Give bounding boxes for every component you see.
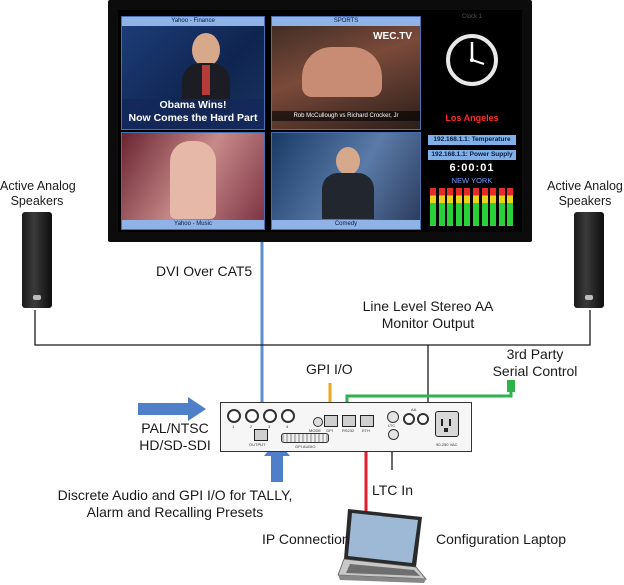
news-caption: Obama Wins! Now Comes the Hard Part [122,99,264,129]
meter-bar [447,188,454,226]
audio-meters [430,188,516,226]
news-caption-line1: Obama Wins! [159,99,227,111]
video-pane-news: Yahoo - Finance Obama Wins! Now Comes th… [121,16,265,130]
video-pane-music: Yahoo - Music [121,132,265,230]
clock-header: Clock 1 [461,14,482,20]
meter-bar [498,188,505,226]
rs232-label: RS232 [342,428,355,433]
bnc-connector[interactable] [281,409,295,423]
gpi-port-label: GPI [326,428,333,433]
mode-label: MODE [309,428,321,433]
comedy-host [322,147,374,219]
aa-connector-left[interactable] [403,413,415,425]
fighter-figure [302,47,382,97]
eth-label: ETH [362,428,370,433]
meter-bar [430,188,436,226]
speaker-cable [34,310,591,346]
pane-footer: Comedy [272,220,420,229]
meter-bar [473,188,479,226]
bnc-connector[interactable] [263,409,277,423]
left-speaker-label: Active Analog Speakers [0,179,76,208]
ltc-in-label: LTC In [372,482,413,498]
monitor: Yahoo - Finance Obama Wins! Now Comes th… [108,0,532,242]
rs232-port[interactable] [342,415,356,427]
speaker-logo-icon [585,295,593,300]
ethernet-port[interactable] [360,415,374,427]
pane-footer: Yahoo - Music [122,220,264,229]
output-port[interactable] [254,429,268,441]
mode-button[interactable] [313,417,323,427]
third-party-label: 3rd Party Serial Control [492,346,578,379]
clock-city: Los Angeles [445,113,499,123]
aa-label: AA [411,407,417,412]
video-pane-sports: SPORTS WEC.TV Rob McCullough vs Richard … [271,16,421,130]
discrete-audio-label: Discrete Audio and GPI I/O for TALLY, Al… [57,487,293,520]
configuration-laptop-label: Configuration Laptop [436,531,566,547]
time-city: NEW YORK [451,176,493,185]
status-button-power-supply[interactable]: 192.168.1.1: Power Supply [428,150,516,160]
laptop-icon [337,509,427,583]
gpi-audio-connector[interactable] [281,433,329,443]
sports-logo: WEC.TV [373,31,412,42]
monitor-screen: Yahoo - Finance Obama Wins! Now Comes th… [118,10,522,232]
aa-connector-right[interactable] [417,413,429,425]
music-performer [170,141,216,219]
bnc-number: 4 [286,424,289,429]
video-pane-comedy: Comedy [271,132,421,230]
news-caption-line2: Now Comes the Hard Part [128,112,258,124]
sports-ticker: Rob McCullough vs Richard Crocker, Jr [272,111,420,121]
gpi-audio-label: GPI AUDIO [295,444,316,449]
dvi-label: DVI Over CAT5 [156,263,253,279]
digital-time: 6:00:01 [449,162,495,174]
gpi-port[interactable] [324,415,338,427]
status-button-temperature[interactable]: 192.168.1.1: Temperature [428,135,516,145]
aux-connector[interactable] [387,411,399,423]
multiviewer-device: 1 2 3 4 OUTPUT MODE GPI AUDIO GPI RS232 ETH… [220,402,472,452]
ltc-connector[interactable] [388,429,399,440]
output-label: OUTPUT [249,442,266,447]
video-input-label: PAL/NTSC HD/SD-SDI [139,420,211,453]
input-arrow [138,397,206,421]
pane-header: SPORTS [272,17,420,26]
meter-bar [455,188,462,226]
ip-connection-label: IP Connection [262,531,350,547]
right-speaker [574,212,604,308]
speaker-logo-icon [33,295,41,300]
bnc-number: 3 [268,424,271,429]
right-speaker-label: Active Analog Speakers [547,179,623,208]
pane-header: Yahoo - Finance [122,17,264,26]
bnc-number: 1 [232,424,235,429]
meter-bar [490,188,497,226]
power-label: 90-250 VAC [436,442,458,447]
gpi-io-label: GPI I/O [306,361,353,377]
meter-bar [481,188,488,226]
meter-bar [507,188,514,226]
ltc-label: LTC [388,423,396,428]
bnc-connector[interactable] [245,409,259,423]
left-speaker [22,212,52,308]
meter-bar [438,188,445,226]
meter-bar [464,188,471,226]
bnc-connector[interactable] [227,409,241,423]
bnc-number: 2 [250,424,253,429]
line-level-label: Line Level Stereo AA Monitor Output [362,298,494,331]
power-socket[interactable] [435,411,459,437]
analog-clock-icon [446,34,498,86]
bnc-connectors: 1 2 3 4 [227,409,307,433]
